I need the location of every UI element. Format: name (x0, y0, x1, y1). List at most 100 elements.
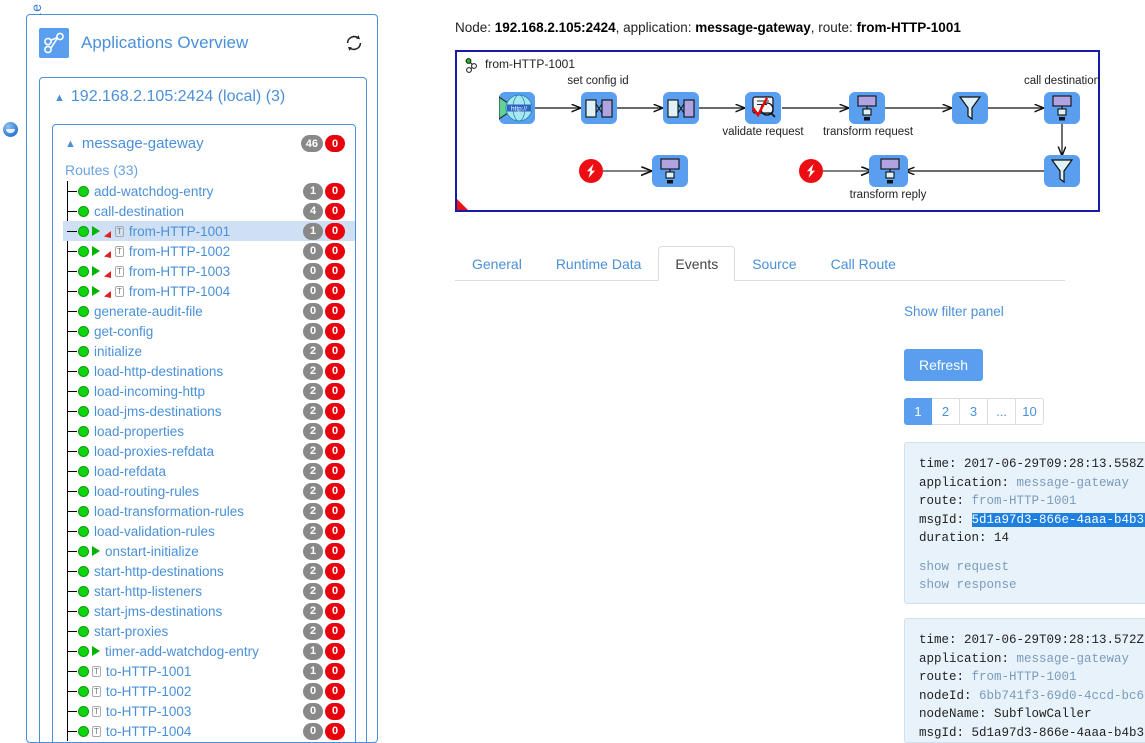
route-diagram-title: from-HTTP-1001 (485, 57, 576, 71)
play-icon[interactable] (92, 246, 100, 256)
tab-runtime-data[interactable]: Runtime Data (555, 256, 642, 272)
node-http-start[interactable]: http:// (499, 92, 535, 124)
event-card[interactable]: time: 2017-06-29T09:28:13.572Z applicati… (904, 618, 1145, 743)
play-icon[interactable] (92, 286, 100, 296)
route-item-label: generate-audit-file (94, 303, 203, 319)
badge-errors: 0 (325, 402, 345, 420)
show-request-link[interactable]: show request (919, 559, 1010, 574)
show-filter-panel-link[interactable]: Show filter panel (904, 304, 1004, 319)
tab-source[interactable]: Source (752, 256, 797, 272)
trace-flag-icon[interactable]: T (115, 225, 124, 237)
application-toggle[interactable]: ▲ message-gateway 46 0 (53, 125, 355, 158)
route-item-label: load-proxies-refdata (94, 443, 215, 459)
label-transform-request: transform request (822, 126, 914, 138)
badge-errors: 0 (325, 722, 345, 740)
error-bolt-icon-2[interactable] (799, 159, 823, 183)
page-button-3[interactable]: 3 (960, 398, 988, 425)
node-toggle[interactable]: ▲192.168.2.105:2424 (local) (3) (40, 78, 366, 114)
reply-arrow-icon[interactable] (103, 247, 112, 258)
node-set-config-id-1[interactable] (581, 92, 617, 124)
node-call-destination[interactable] (1044, 92, 1080, 124)
trace-flag-icon[interactable]: T (115, 265, 124, 277)
play-icon[interactable] (92, 546, 100, 556)
refresh-button[interactable]: Refresh (904, 349, 983, 381)
trace-flag-icon[interactable]: T (92, 725, 101, 737)
route-diagram[interactable]: from-HTTP-1001 (455, 50, 1100, 212)
event-card[interactable]: time: 2017-06-29T09:28:13.558Z applicati… (904, 442, 1145, 604)
error-bolt-icon-1[interactable] (579, 159, 603, 183)
trace-flag-icon[interactable]: T (115, 285, 124, 297)
trace-flag-icon[interactable]: T (115, 245, 124, 257)
show-response-link[interactable]: show response (919, 578, 1017, 592)
node-transform-request[interactable] (849, 92, 885, 124)
tab-call-route[interactable]: Call Route (830, 256, 896, 272)
play-icon[interactable] (92, 266, 100, 276)
reply-arrow-icon[interactable] (103, 227, 112, 238)
event-route-value: from-HTTP-1001 (971, 494, 1077, 508)
label-call-destination: call destination (1023, 75, 1101, 87)
badge-errors: 0 (325, 562, 345, 580)
event-msgid-value-selected[interactable]: 5d1a97d3-866e-4aaa-b4b3-6750e994fee4 (971, 512, 1145, 527)
reply-arrow-icon[interactable] (103, 287, 112, 298)
breadcrumb-route-value: from-HTTP-1001 (856, 20, 961, 35)
node-error-handler-2[interactable] (872, 155, 908, 187)
trace-flag-icon[interactable]: T (92, 665, 101, 677)
page-button-10[interactable]: 10 (1016, 398, 1044, 425)
page-button-2[interactable]: 2 (932, 398, 960, 425)
label-validate-request: validate request (722, 126, 804, 138)
trace-flag-icon[interactable]: T (92, 685, 101, 697)
node-set-config-id-2[interactable] (663, 92, 699, 124)
node-filter-1[interactable] (952, 92, 988, 124)
tab-general[interactable]: General (472, 256, 522, 272)
route-nodes-icon (465, 58, 481, 77)
trace-flag-icon[interactable]: T (92, 705, 101, 717)
page-button-1[interactable]: 1 (904, 398, 932, 425)
node-validate-request[interactable] (745, 92, 781, 124)
diagram-resize-handle[interactable] (457, 199, 468, 210)
refresh-icon[interactable] (343, 32, 365, 54)
page-button-ellipsisellipsisellipsis[interactable]: ... (988, 398, 1016, 425)
badge-total: 4 (303, 202, 323, 220)
tab-events[interactable]: Events (658, 246, 736, 281)
node-error-handler-1[interactable] (652, 155, 688, 187)
reply-arrow-icon[interactable] (103, 267, 112, 278)
play-icon[interactable] (92, 646, 100, 656)
tree-tick (67, 270, 77, 272)
play-icon[interactable] (92, 226, 100, 236)
node-filter-2[interactable] (1044, 155, 1080, 187)
badge-errors: 0 (325, 642, 345, 660)
